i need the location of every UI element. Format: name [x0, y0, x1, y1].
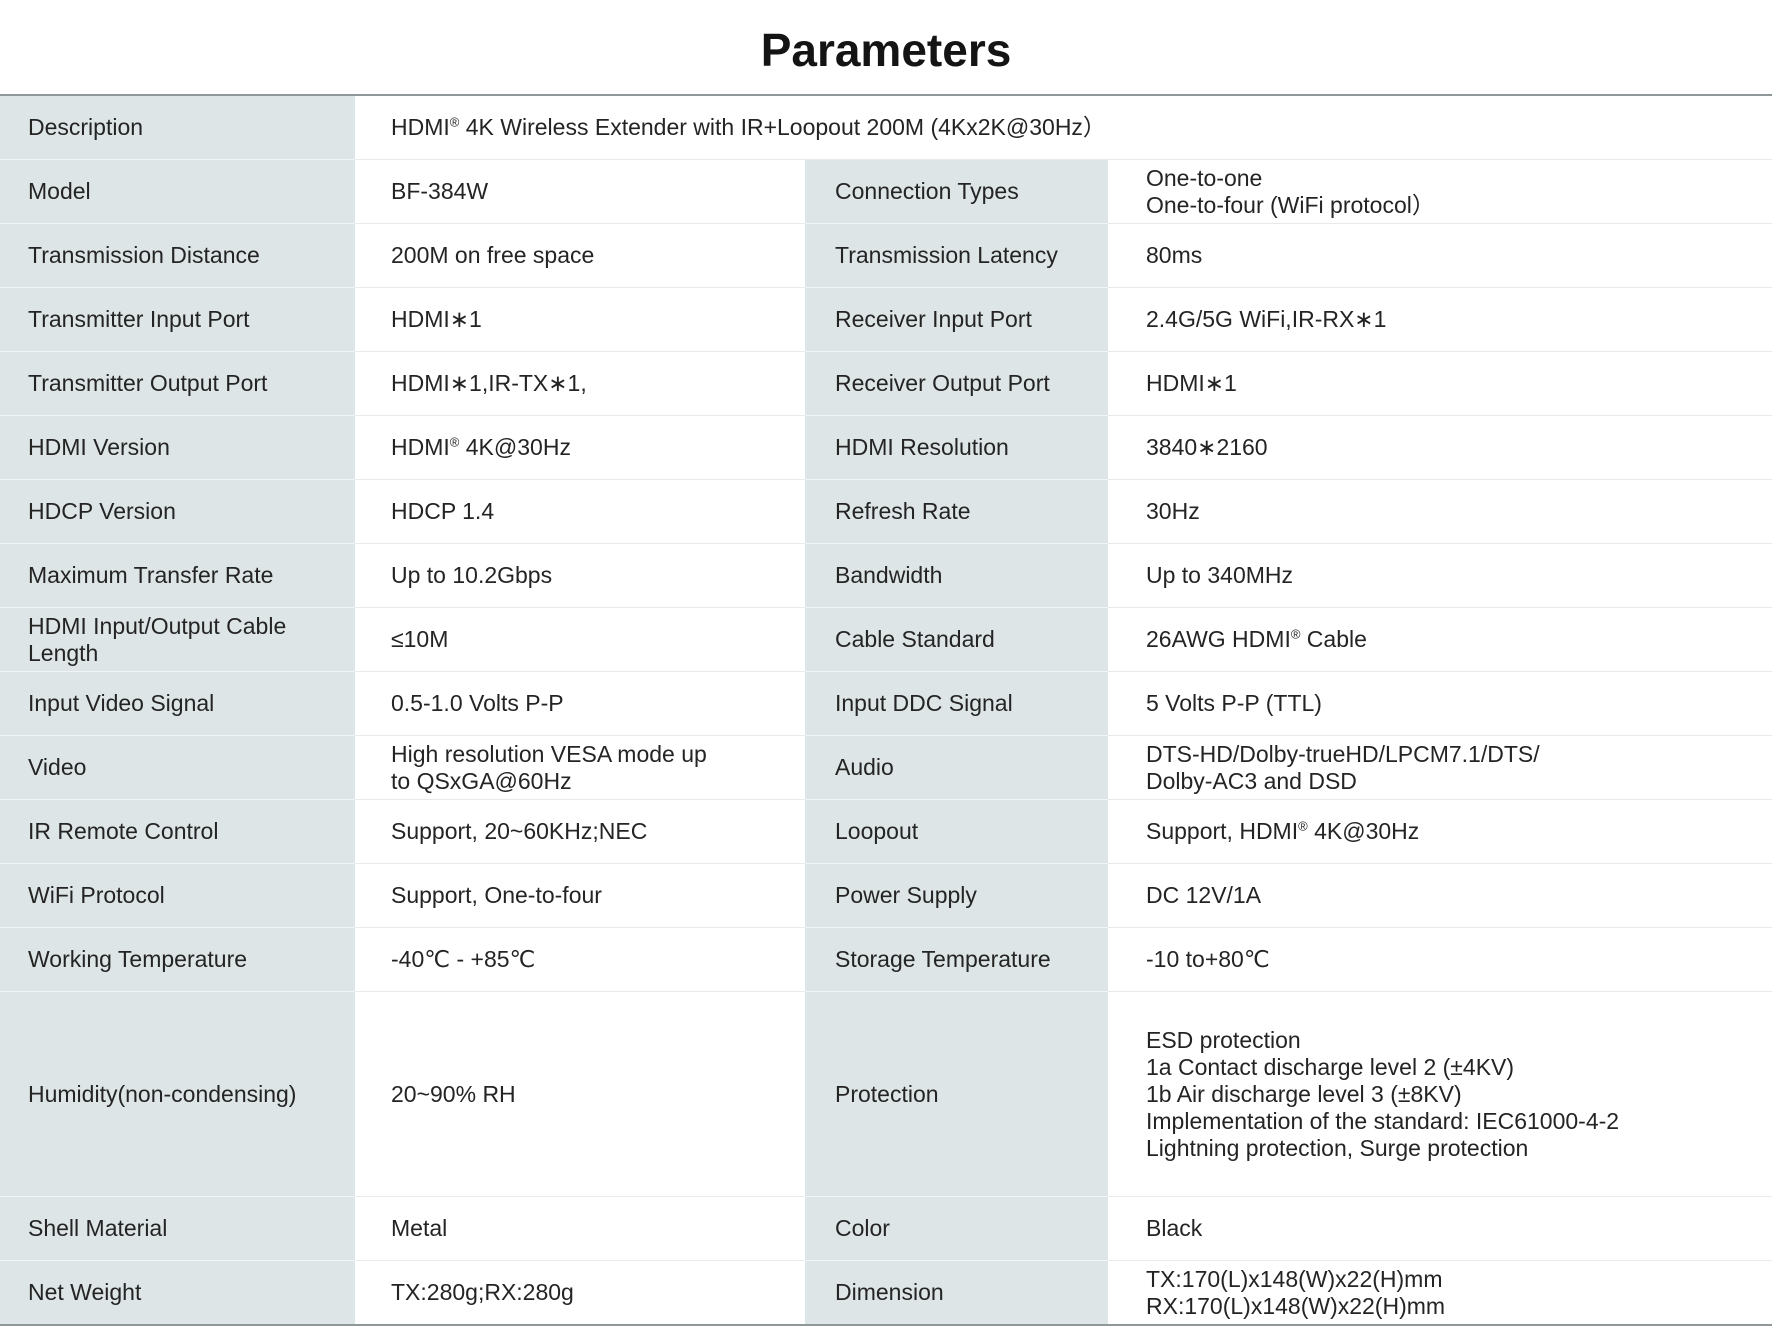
table-row: Working Temperature -40℃ - +85℃ Storage …	[0, 927, 1772, 992]
spec-value: 5 Volts P-P (TTL)	[1108, 671, 1772, 736]
table-row: Input Video Signal 0.5-1.0 Volts P-P Inp…	[0, 671, 1772, 736]
table-row: Transmitter Input Port HDMI∗1 Receiver I…	[0, 287, 1772, 352]
spec-label: Shell Material	[0, 1196, 355, 1261]
spec-label: Receiver Output Port	[805, 351, 1108, 416]
spec-label: Transmitter Output Port	[0, 351, 355, 416]
spec-value: TX:280g;RX:280g	[355, 1260, 805, 1325]
table-row: HDMI Version HDMI® 4K@30Hz HDMI Resoluti…	[0, 415, 1772, 480]
spec-value: Support, 20~60KHz;NEC	[355, 799, 805, 864]
spec-value: BF-384W	[355, 159, 805, 224]
spec-label: Audio	[805, 735, 1108, 800]
spec-label: HDCP Version	[0, 479, 355, 544]
spec-label: Loopout	[805, 799, 1108, 864]
spec-label: Input Video Signal	[0, 671, 355, 736]
spec-value: TX:170(L)x148(W)x22(H)mm RX:170(L)x148(W…	[1108, 1260, 1772, 1325]
spec-value: 200M on free space	[355, 223, 805, 288]
spec-label: HDMI Resolution	[805, 415, 1108, 480]
spec-value: 26AWG HDMI® Cable	[1108, 607, 1772, 672]
table-row: Net Weight TX:280g;RX:280g Dimension TX:…	[0, 1260, 1772, 1325]
spec-label: Protection	[805, 991, 1108, 1197]
table-row: Transmitter Output Port HDMI∗1,IR-TX∗1, …	[0, 351, 1772, 416]
spec-value: Up to 10.2Gbps	[355, 543, 805, 608]
spec-value: ≤10M	[355, 607, 805, 672]
spec-label: Net Weight	[0, 1260, 355, 1325]
spec-label: Connection Types	[805, 159, 1108, 224]
table-row: HDMI Input/Output Cable Length ≤10M Cabl…	[0, 607, 1772, 672]
spec-value: High resolution VESA mode up to QSxGA@60…	[355, 735, 805, 800]
table-row: Maximum Transfer Rate Up to 10.2Gbps Ban…	[0, 543, 1772, 608]
spec-label: Dimension	[805, 1260, 1108, 1325]
spec-value: HDMI® 4K@30Hz	[355, 415, 805, 480]
spec-value: HDMI∗1	[355, 287, 805, 352]
spec-value: DTS-HD/Dolby-trueHD/LPCM7.1/DTS/ Dolby-A…	[1108, 735, 1772, 800]
spec-label: HDMI Version	[0, 415, 355, 480]
spec-label: Maximum Transfer Rate	[0, 543, 355, 608]
spec-label: Color	[805, 1196, 1108, 1261]
table-row: WiFi Protocol Support, One-to-four Power…	[0, 863, 1772, 928]
table-row: Model BF-384W Connection Types One-to-on…	[0, 159, 1772, 224]
spec-label: Input DDC Signal	[805, 671, 1108, 736]
spec-value: HDMI∗1,IR-TX∗1,	[355, 351, 805, 416]
spec-value: 20~90% RH	[355, 991, 805, 1197]
spec-value: Up to 340MHz	[1108, 543, 1772, 608]
spec-value: 80ms	[1108, 223, 1772, 288]
spec-label: Video	[0, 735, 355, 800]
table-row: IR Remote Control Support, 20~60KHz;NEC …	[0, 799, 1772, 864]
spec-value: Support, One-to-four	[355, 863, 805, 928]
spec-value: 30Hz	[1108, 479, 1772, 544]
spec-value: 0.5-1.0 Volts P-P	[355, 671, 805, 736]
parameters-table: Description HDMI® 4K Wireless Extender w…	[0, 94, 1772, 1326]
spec-value: DC 12V/1A	[1108, 863, 1772, 928]
spec-value: -40℃ - +85℃	[355, 927, 805, 992]
table-row: Video High resolution VESA mode up to QS…	[0, 735, 1772, 800]
spec-label: Cable Standard	[805, 607, 1108, 672]
spec-value: Support, HDMI® 4K@30Hz	[1108, 799, 1772, 864]
spec-label: Refresh Rate	[805, 479, 1108, 544]
spec-label: Storage Temperature	[805, 927, 1108, 992]
spec-value: 2.4G/5G WiFi,IR-RX∗1	[1108, 287, 1772, 352]
spec-label: Model	[0, 159, 355, 224]
spec-label: Bandwidth	[805, 543, 1108, 608]
spec-label: Transmitter Input Port	[0, 287, 355, 352]
spec-label: WiFi Protocol	[0, 863, 355, 928]
spec-label: Power Supply	[805, 863, 1108, 928]
page-title: Parameters	[760, 24, 1012, 76]
table-row: Transmission Distance 200M on free space…	[0, 223, 1772, 288]
spec-value: HDMI® 4K Wireless Extender with IR+Loopo…	[355, 95, 1772, 160]
spec-value: Black	[1108, 1196, 1772, 1261]
spec-value: HDMI∗1	[1108, 351, 1772, 416]
spec-value: -10 to+80℃	[1108, 927, 1772, 992]
spec-value: Metal	[355, 1196, 805, 1261]
spec-value: One-to-one One-to-four (WiFi protocol）	[1108, 159, 1772, 224]
table-row: HDCP Version HDCP 1.4 Refresh Rate 30Hz	[0, 479, 1772, 544]
spec-label: Description	[0, 95, 355, 160]
table-row-humidity-protection: Humidity(non-condensing) 20~90% RH Prote…	[0, 991, 1772, 1197]
spec-label: IR Remote Control	[0, 799, 355, 864]
spec-label: Transmission Distance	[0, 223, 355, 288]
table-row: Shell Material Metal Color Black	[0, 1196, 1772, 1261]
spec-value: ESD protection 1a Contact discharge leve…	[1108, 991, 1772, 1197]
spec-label: Transmission Latency	[805, 223, 1108, 288]
spec-value: 3840∗2160	[1108, 415, 1772, 480]
spec-label: Humidity(non-condensing)	[0, 991, 355, 1197]
spec-label: Receiver Input Port	[805, 287, 1108, 352]
spec-label: Working Temperature	[0, 927, 355, 992]
spec-value: HDCP 1.4	[355, 479, 805, 544]
table-row-description: Description HDMI® 4K Wireless Extender w…	[0, 95, 1772, 160]
spec-label: HDMI Input/Output Cable Length	[0, 607, 355, 672]
